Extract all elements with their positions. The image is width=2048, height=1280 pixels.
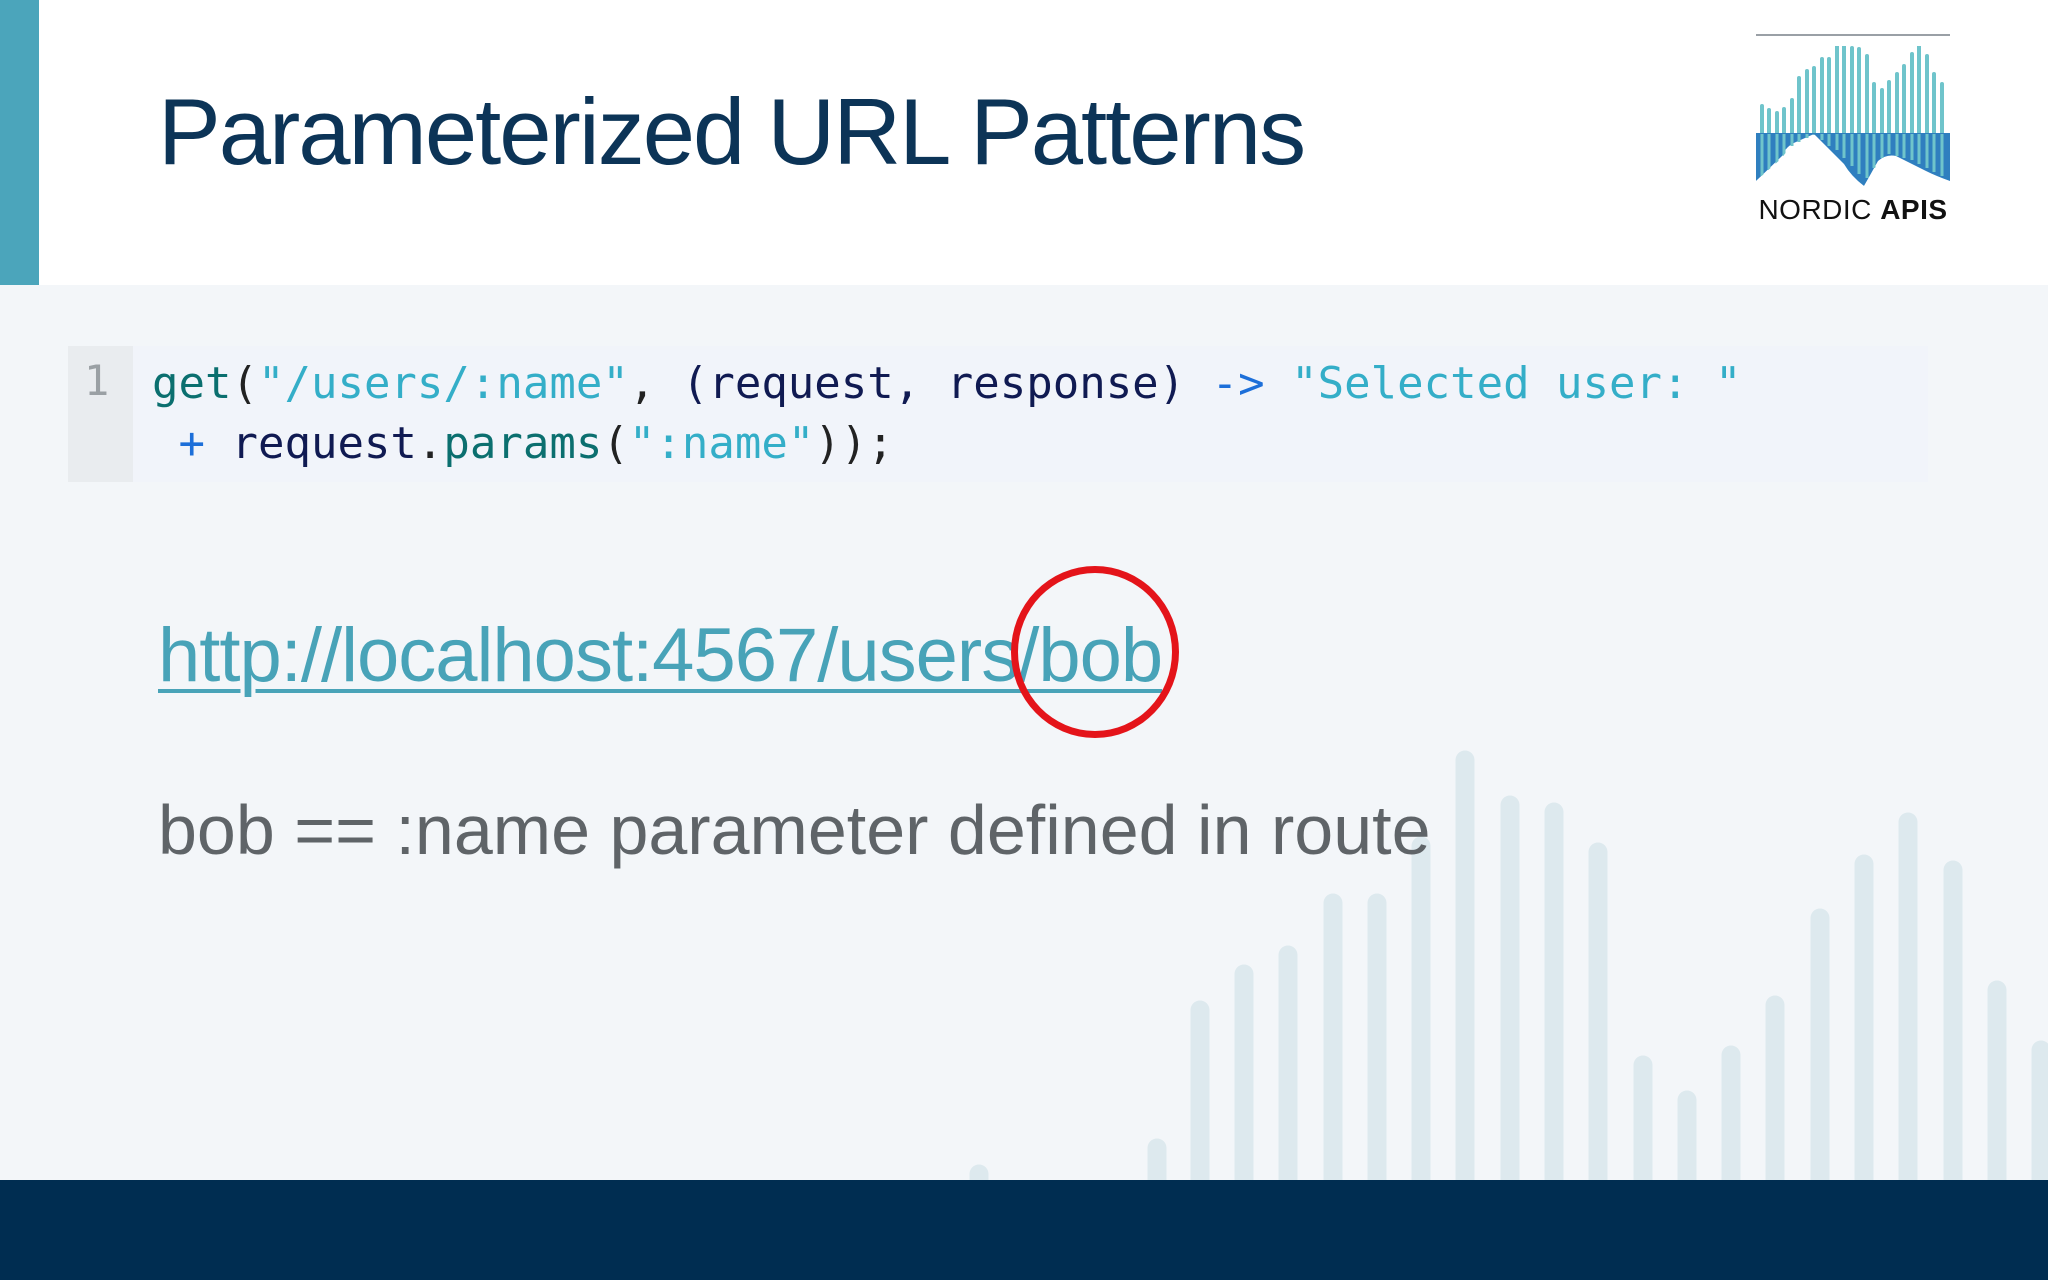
- code-plus: +: [152, 418, 232, 469]
- code-lambda-params: (request, response): [681, 358, 1186, 409]
- code-fn: get: [152, 358, 232, 409]
- slide-footer-bar: [0, 1180, 2048, 1280]
- explanation-text: bob == :name parameter defined in route: [158, 791, 1431, 869]
- code-param-arg: ":name": [628, 418, 815, 469]
- code-request-obj: request: [231, 418, 417, 469]
- code-paren: (: [231, 358, 258, 409]
- code-text: get("/users/:name", (request, response) …: [152, 354, 1741, 474]
- highlight-circle-annotation: [1011, 566, 1179, 738]
- logo-wordmark: NORDIC APIS: [1756, 194, 1950, 226]
- code-gutter: 1: [68, 346, 133, 482]
- line-number: 1: [84, 356, 110, 405]
- code-dot: .: [416, 418, 444, 469]
- code-paren: (: [602, 418, 629, 469]
- logo-divider: [1756, 34, 1950, 36]
- code-message-string: "Selected user: ": [1291, 358, 1742, 409]
- code-arrow: ->: [1185, 358, 1292, 409]
- slide-title: Parameterized URL Patterns: [158, 79, 1306, 184]
- code-snippet: 1 get("/users/:name", (request, response…: [68, 346, 1928, 482]
- slide-header: Parameterized URL Patterns: [0, 0, 2048, 285]
- example-url-link[interactable]: http://localhost:4567/users/bob: [158, 613, 1163, 698]
- code-comma: ,: [628, 358, 682, 409]
- logo-wordmark-bold: APIS: [1880, 194, 1948, 225]
- logo-wordmark-light: NORDIC: [1758, 194, 1881, 225]
- code-close: ));: [814, 418, 894, 469]
- mountain-bars-logo-icon: [1756, 46, 1950, 186]
- accent-bar: [0, 0, 39, 285]
- code-route-string: "/users/:name": [257, 358, 629, 409]
- code-params-method: params: [443, 418, 603, 469]
- nordic-apis-logo: NORDIC APIS: [1756, 34, 1950, 234]
